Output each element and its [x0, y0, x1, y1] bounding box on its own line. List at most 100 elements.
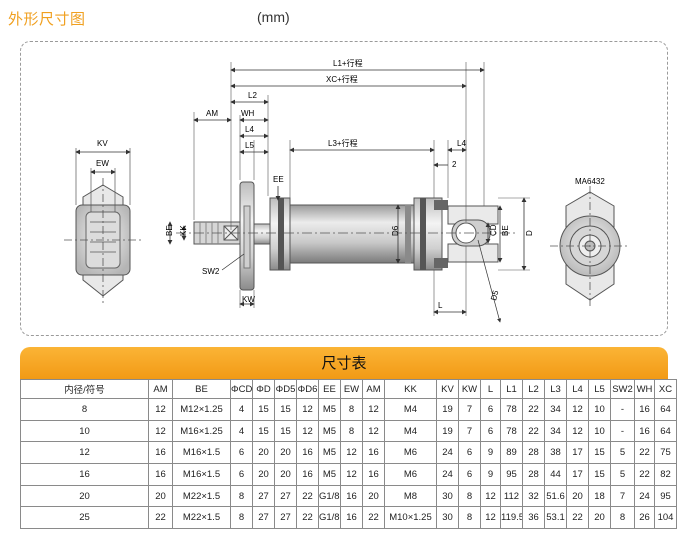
table-cell: 51.6	[544, 484, 567, 508]
table-cell: -	[610, 419, 635, 443]
table-cell: 30	[436, 484, 459, 508]
column-header: ΦD6	[296, 379, 319, 399]
table-cell: 64	[654, 419, 677, 443]
right-end-view: MA6432	[550, 177, 630, 306]
table-cell: 12	[362, 419, 385, 443]
unit-label: (mm)	[257, 9, 290, 25]
column-header: XC	[654, 379, 677, 399]
table-cell: 6	[458, 441, 481, 465]
table-cell: 22	[296, 484, 319, 508]
cylinder-side-view: L1+行程 XC+行程 L2 AM WH L4 L5 L3+行程 L4 2 EE…	[165, 58, 534, 323]
table-cell: M8	[384, 484, 437, 508]
table-cell: M16×1.5	[172, 463, 231, 486]
column-header: KK	[384, 379, 437, 399]
table-cell: 15	[274, 398, 297, 421]
am-dimension: AM	[206, 109, 218, 118]
table-cell: 9	[480, 441, 501, 465]
column-header: KV	[436, 379, 459, 399]
drawing-frame	[20, 41, 668, 336]
table-cell: 24	[634, 484, 655, 508]
d6-dimension: D6	[391, 225, 400, 236]
table-cell: 104	[654, 506, 677, 530]
table-cell: 6	[480, 398, 501, 421]
table-cell: M6	[384, 441, 437, 465]
table-cell: 22	[566, 506, 589, 530]
d5-dimension: D5	[489, 289, 500, 302]
table-cell: 22	[362, 506, 385, 530]
table-cell: M22×1.5	[172, 506, 231, 530]
table-cell: 22	[634, 441, 655, 465]
table-cell: 12	[296, 419, 319, 443]
ew-dimension: EW	[96, 159, 109, 168]
table-cell: 22	[522, 398, 545, 421]
column-header: ΦD5	[274, 379, 297, 399]
table-cell: -	[610, 398, 635, 421]
table-cell: G1/8"	[318, 506, 341, 530]
table-cell: 12	[340, 463, 363, 486]
table-cell: M5	[318, 398, 341, 421]
kw-dimension: KW	[242, 295, 255, 304]
column-header: BE	[172, 379, 231, 399]
model-label: MA6432	[575, 177, 605, 186]
table-cell: 17	[566, 441, 589, 465]
table-cell: 20	[588, 506, 611, 530]
table-cell: 12	[20, 441, 149, 465]
table-cell: 20	[20, 484, 149, 508]
table-cell: 10	[20, 419, 149, 443]
table-cell: 22	[296, 506, 319, 530]
table-cell: 15	[252, 398, 275, 421]
table-cell: 25	[20, 506, 149, 530]
l5-dimension: L5	[245, 141, 254, 150]
table-cell: 6	[458, 463, 481, 486]
be-right-dimension: BE	[501, 225, 510, 236]
table-cell: 19	[436, 398, 459, 421]
table-cell: 16	[634, 398, 655, 421]
table-cell: 12	[148, 419, 173, 443]
table-cell: 22	[148, 506, 173, 530]
d-dimension: D	[525, 230, 534, 236]
table-cell: 22	[522, 419, 545, 443]
table-cell: 5	[610, 441, 635, 465]
cd-dimension: CD	[489, 224, 498, 236]
table-cell: 12	[340, 441, 363, 465]
table-cell: 16	[362, 463, 385, 486]
table-cell: 19	[436, 419, 459, 443]
table-cell: 119.5	[500, 506, 523, 530]
column-header: L1	[500, 379, 523, 399]
ee-dimension: EE	[273, 175, 284, 184]
table-cell: 5	[610, 463, 635, 486]
table-cell: 32	[522, 484, 545, 508]
table-cell: 15	[588, 463, 611, 486]
column-header: AM	[362, 379, 385, 399]
l4-dimension: L4	[245, 125, 254, 134]
table-title: 尺寸表	[20, 347, 668, 379]
table-cell: 12	[296, 398, 319, 421]
table-cell: 16	[340, 506, 363, 530]
table-cell: 8	[340, 398, 363, 421]
table-cell: 16	[20, 463, 149, 486]
table-cell: 7	[458, 398, 481, 421]
table-cell: 78	[500, 398, 523, 421]
table-cell: 12	[566, 419, 589, 443]
table-cell: 16	[148, 463, 173, 486]
table-cell: 17	[566, 463, 589, 486]
table-cell: M4	[384, 419, 437, 443]
table-cell: 16	[340, 484, 363, 508]
table-cell: 12	[480, 484, 501, 508]
table-cell: 34	[544, 398, 567, 421]
table-cell: 7	[610, 484, 635, 508]
table-cell: 20	[148, 484, 173, 508]
table-cell: 78	[500, 419, 523, 443]
table-cell: 10	[588, 398, 611, 421]
table-cell: M12×1.25	[172, 398, 231, 421]
table-cell: 8	[610, 506, 635, 530]
table-cell: 7	[458, 419, 481, 443]
table-cell: M10×1.25	[384, 506, 437, 530]
table-cell: 8	[340, 419, 363, 443]
column-header: ΦCD	[230, 379, 253, 399]
table-cell: 12	[362, 398, 385, 421]
table-row: 2020M22×1.58272722G1/8"1620M830812112325…	[20, 484, 677, 508]
